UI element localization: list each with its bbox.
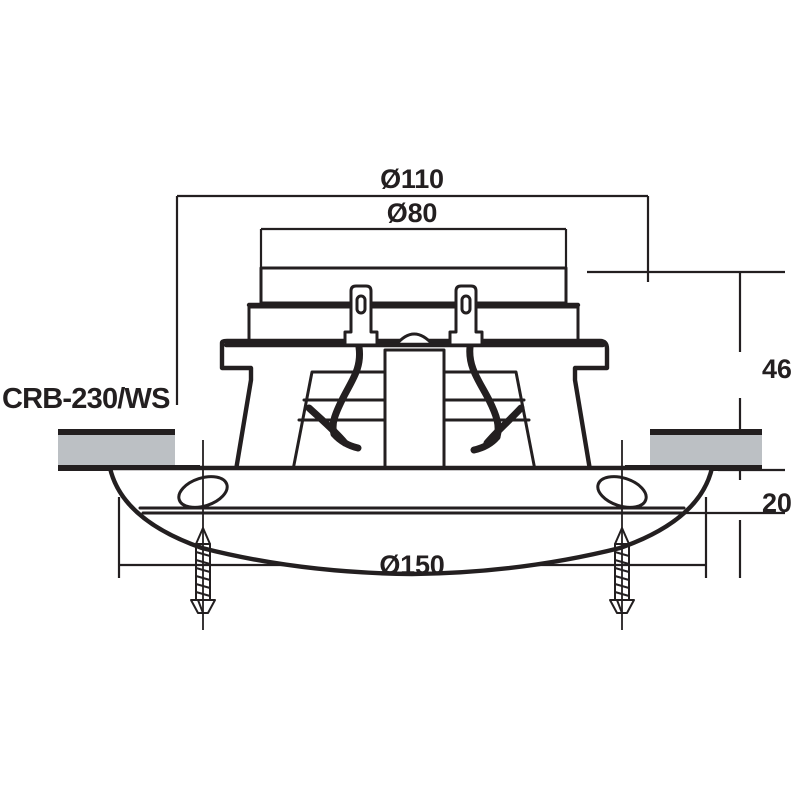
bezel-rim bbox=[107, 465, 715, 577]
spring-clip-left bbox=[343, 284, 379, 347]
model-label: CRB-230/WS bbox=[2, 383, 170, 415]
mounting-screw-right bbox=[609, 440, 635, 630]
dimension-dia-110 bbox=[175, 194, 650, 405]
label-height-46: 46 bbox=[762, 354, 792, 384]
label-height-20: 20 bbox=[762, 488, 792, 518]
magnet-assembly bbox=[246, 266, 581, 343]
label-dia-110: Ø110 bbox=[380, 164, 444, 194]
wire-left bbox=[305, 343, 364, 452]
speaker-basket bbox=[219, 266, 610, 473]
dimension-dia-80 bbox=[259, 227, 568, 268]
label-dia-80: Ø80 bbox=[387, 198, 437, 228]
wire-right bbox=[466, 343, 525, 454]
label-dia-150: Ø150 bbox=[379, 550, 444, 580]
spring-clip-right bbox=[448, 284, 484, 347]
mounting-screw-left bbox=[190, 440, 216, 630]
